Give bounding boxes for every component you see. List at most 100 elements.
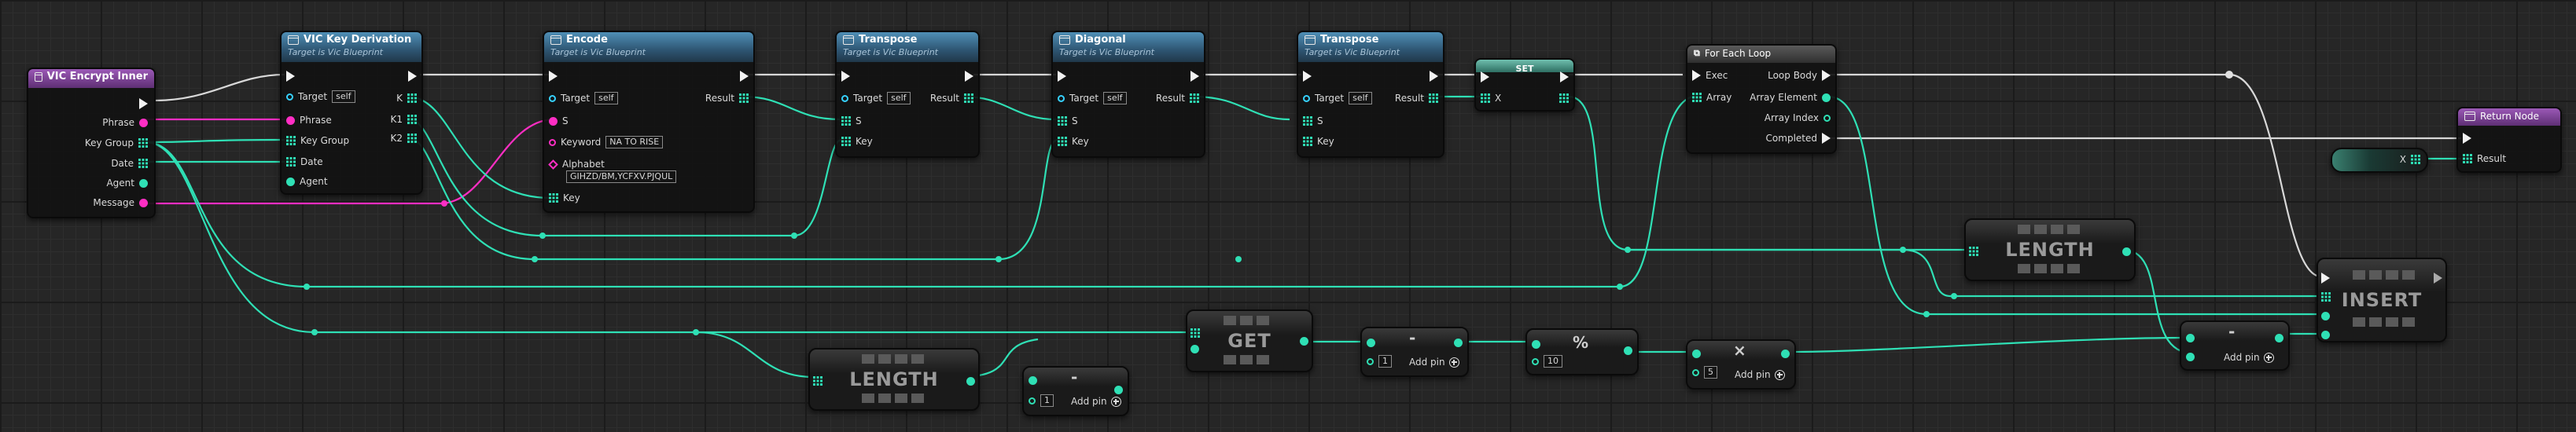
array-input-pin[interactable]: [2321, 291, 2331, 303]
a-input-pin[interactable]: [2186, 331, 2195, 344]
add-pin-button[interactable]: Add pin: [2224, 352, 2274, 363]
node-for-each-loop[interactable]: ⧉For Each Loop Exec Array Loop Body Arra…: [1686, 44, 1837, 154]
agent-input-pin[interactable]: Agent: [286, 175, 328, 188]
exec-out-pin[interactable]: [1560, 71, 1569, 83]
node-get[interactable]: GET: [1186, 309, 1313, 372]
node-modulo[interactable]: % 10: [1525, 328, 1639, 375]
add-pin-button[interactable]: Add pin: [1071, 396, 1121, 407]
exec-in-pin[interactable]: [1481, 71, 1489, 83]
length-output-pin[interactable]: [966, 375, 975, 387]
result-output-pin[interactable]: [2275, 331, 2283, 344]
array-input-pin[interactable]: Array: [1692, 91, 1731, 104]
exec-out-pin[interactable]: [1430, 70, 1438, 82]
a-input-pin[interactable]: [1367, 336, 1375, 349]
target-default-box[interactable]: self: [1349, 92, 1372, 104]
target-default-box[interactable]: self: [594, 92, 618, 104]
result-output-pin[interactable]: Result: [1395, 92, 1438, 104]
exec-out-pin[interactable]: [965, 70, 973, 82]
add-pin-button[interactable]: Add pin: [1409, 357, 1459, 368]
k2-output-pin[interactable]: K2: [390, 132, 417, 145]
date-output-pin[interactable]: Date: [111, 157, 148, 170]
node-subtract-2[interactable]: - 1 Add pin: [1360, 327, 1469, 377]
array-index-output-pin[interactable]: Array Index: [1765, 112, 1831, 124]
result-output-pin[interactable]: [1114, 383, 1123, 396]
b-default-box[interactable]: 1: [1040, 394, 1054, 407]
exec-in-pin[interactable]: [2463, 132, 2471, 145]
index-input-pin[interactable]: [1190, 342, 1199, 355]
phrase-output-pin[interactable]: Phrase: [102, 116, 148, 129]
result-output-pin[interactable]: Result: [705, 92, 749, 104]
node-subtract-1[interactable]: - 1 Add pin: [1022, 366, 1129, 416]
add-pin-button[interactable]: Add pin: [1735, 369, 1785, 380]
date-input-pin[interactable]: Date: [286, 156, 323, 168]
exec-in-pin[interactable]: [549, 70, 558, 82]
loop-body-output-pin[interactable]: Loop Body: [1768, 69, 1831, 82]
a-input-pin[interactable]: [1692, 347, 1701, 360]
exec-in-pin[interactable]: [1058, 70, 1066, 82]
alphabet-input-pin[interactable]: Alphabet: [548, 158, 605, 170]
a-input-pin[interactable]: [1532, 338, 1540, 350]
alphabet-default-box[interactable]: GIHZD/BM,YCFXV.PJQUL: [566, 170, 677, 183]
node-transpose-1[interactable]: Transpose Target is Vic Blueprint Target…: [835, 31, 980, 158]
key-group-output-pin[interactable]: Key Group: [85, 137, 148, 149]
completed-output-pin[interactable]: Completed: [1766, 132, 1831, 145]
node-transpose-2[interactable]: Transpose Target is Vic Blueprint Target…: [1297, 31, 1444, 158]
array-input-pin[interactable]: [1969, 245, 1978, 258]
node-return[interactable]: Return Node Result: [2456, 107, 2562, 173]
k1-output-pin[interactable]: K1: [390, 113, 417, 126]
key-input-pin[interactable]: Key: [1058, 135, 1089, 148]
exec-out-pin[interactable]: [1190, 70, 1199, 82]
message-output-pin[interactable]: Message: [93, 196, 148, 209]
key-input-pin[interactable]: Key: [549, 192, 580, 204]
key-input-pin[interactable]: Key: [1303, 135, 1334, 148]
exec-out-pin[interactable]: [2434, 272, 2442, 284]
result-output-pin[interactable]: Result: [930, 92, 973, 104]
item-input-pin[interactable]: [2321, 309, 2330, 322]
exec-out-pin[interactable]: [740, 70, 749, 82]
x-output-pin[interactable]: [1559, 92, 1569, 104]
exec-out-pin[interactable]: [408, 70, 417, 82]
node-length-2[interactable]: LENGTH: [808, 348, 980, 411]
exec-in-pin[interactable]: [2321, 272, 2330, 284]
b-input-pin[interactable]: 10: [1532, 355, 1562, 368]
node-vic-key-derivation[interactable]: VIC Key Derivation Target is Vic Bluepri…: [280, 31, 423, 195]
node-vic-encrypt-inner[interactable]: VIC Encrypt Inner Phrase Key Group Date …: [27, 68, 156, 218]
result-output-pin[interactable]: [1454, 336, 1463, 349]
s-input-pin[interactable]: S: [549, 115, 569, 127]
x-input-pin[interactable]: X: [1481, 92, 1501, 104]
node-length-1[interactable]: LENGTH: [1964, 218, 2136, 281]
a-input-pin[interactable]: [1029, 374, 1037, 386]
b-default-box[interactable]: 10: [1544, 355, 1562, 368]
index-input-pin[interactable]: [2321, 328, 2330, 341]
agent-output-pin[interactable]: Agent: [106, 177, 148, 189]
array-input-pin[interactable]: [813, 375, 822, 387]
b-default-box[interactable]: 1: [1378, 355, 1392, 368]
b-input-pin[interactable]: 1: [1029, 394, 1054, 407]
k-output-pin[interactable]: K: [396, 92, 417, 104]
array-input-pin[interactable]: [1190, 327, 1200, 339]
node-insert[interactable]: INSERT: [2317, 258, 2447, 342]
s-input-pin[interactable]: S: [841, 115, 862, 127]
exec-in-pin[interactable]: [1303, 70, 1312, 82]
b-input-pin[interactable]: 5: [1692, 366, 1717, 379]
node-multiply[interactable]: × 5 Add pin: [1686, 339, 1796, 390]
node-get-x[interactable]: X: [2331, 148, 2428, 173]
target-default-box[interactable]: self: [887, 92, 911, 104]
s-input-pin[interactable]: S: [1058, 115, 1078, 127]
result-input-pin[interactable]: Result: [2463, 152, 2506, 165]
array-element-output-pin[interactable]: Array Element: [1750, 91, 1831, 104]
exec-in-pin[interactable]: [841, 70, 850, 82]
b-input-pin[interactable]: [2186, 350, 2195, 363]
length-output-pin[interactable]: [2122, 245, 2131, 258]
exec-in-pin[interactable]: [286, 70, 295, 82]
keyword-default-box[interactable]: NA TO RISE: [605, 136, 664, 148]
x-output-pin[interactable]: X: [2400, 153, 2420, 166]
node-subtract-3[interactable]: - Add pin: [2180, 320, 2290, 371]
